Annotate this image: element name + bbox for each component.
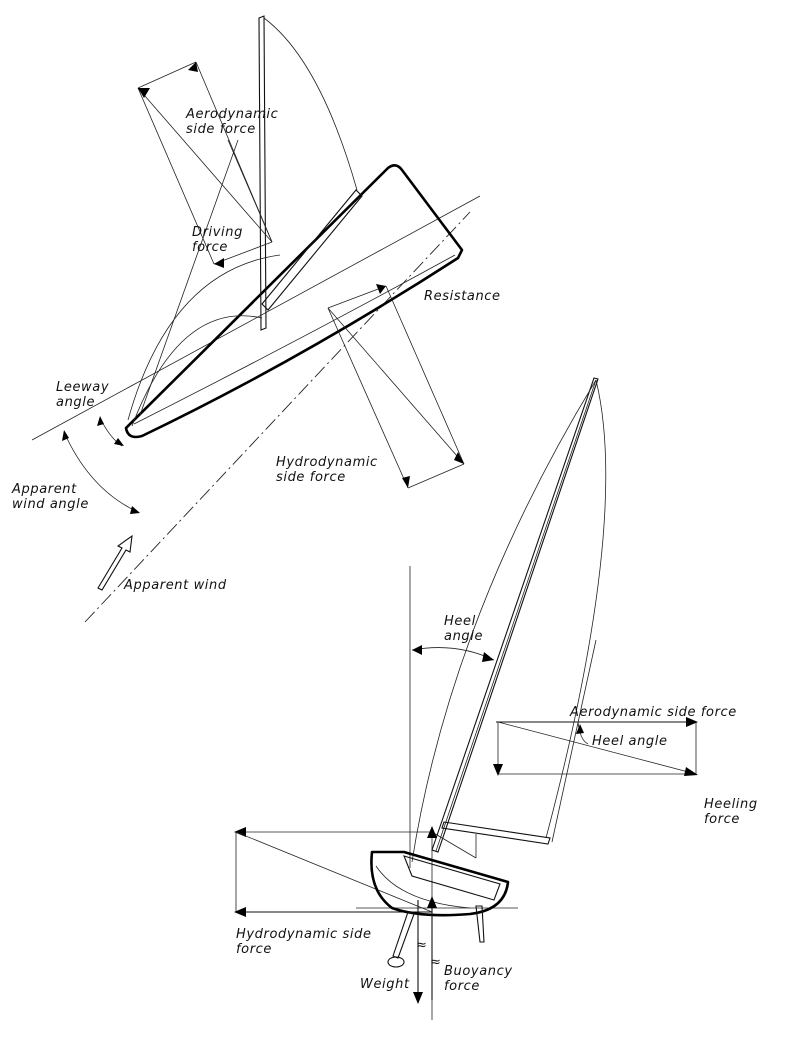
label-approx-weight: ≈ (416, 938, 428, 953)
label-heeling-force-1: Heeling (704, 797, 758, 812)
front-cockpit (403, 855, 501, 901)
label-apparent-wind: Apparent wind (123, 578, 227, 593)
front-sail-leech (545, 379, 607, 839)
arrowhead-heel-inner (576, 724, 584, 734)
arrowhead-aero-1 (138, 88, 150, 98)
label-aero-side-force-2: side force (186, 122, 256, 137)
top-sail-luff (131, 315, 263, 427)
arrowhead-heel-2 (482, 652, 494, 662)
arrowhead-hydro-2 (402, 476, 410, 488)
arrowhead-aero-side (686, 717, 698, 727)
apparent-wind-angle-arc (63, 431, 139, 513)
hydro-force-line-a (327, 307, 465, 465)
arrowhead-awa-1 (62, 430, 69, 441)
aero-force-line-b (137, 61, 197, 89)
front-keel (392, 911, 415, 959)
label-driving-force-2: force (192, 240, 228, 255)
heeling-force-diagonal (497, 721, 697, 775)
front-hull (370, 850, 510, 917)
arrowhead-awa-2 (130, 506, 140, 514)
label-hydro-side-force-2: side force (276, 470, 346, 485)
aero-force-line-e (137, 87, 215, 265)
label-apparent-wind-angle-2: wind angle (12, 497, 89, 512)
aero-force-line-a (137, 87, 273, 243)
arrowhead-hydro-1 (454, 452, 464, 464)
heel-angle-arc (411, 647, 495, 661)
top-view: Aerodynamic side force Driving force Res… (11, 15, 501, 623)
label-leeway-angle-2: angle (56, 395, 95, 410)
label-heel-angle-1: Heel (444, 614, 476, 629)
front-boom (441, 821, 551, 845)
label-aero-side-force: Aerodynamic side force (569, 705, 737, 720)
label-buoyancy-force-1: Buoyancy (444, 964, 513, 979)
label-weight: Weight (360, 977, 410, 992)
apparent-wind-arrow (97, 534, 133, 591)
label-aero-side-force-1: Aerodynamic (185, 107, 278, 122)
aero-force-line-g (227, 139, 273, 243)
heeling-link (551, 639, 597, 843)
top-hull-deck-line (133, 254, 456, 425)
front-bulb (387, 956, 405, 968)
front-sail-luff (411, 379, 597, 863)
label-heel-angle-inner: Heel angle (592, 734, 668, 749)
label-hydro-side-force-2: force (236, 942, 272, 957)
hydro-diagonal (235, 831, 433, 913)
top-mast (258, 15, 267, 331)
arrowhead-leeway-1 (97, 416, 104, 426)
hydro-force-line-e (385, 285, 465, 465)
label-approx-buoyancy: ≈ (430, 955, 442, 970)
label-leeway-angle-1: Leeway (56, 380, 109, 395)
top-sail-foot (127, 254, 281, 421)
hydro-force-line-b (327, 307, 409, 489)
front-hull-inner (375, 865, 471, 909)
arrowhead-resistance (376, 284, 386, 294)
arrowhead-heeling (684, 767, 698, 776)
front-view: Heel angle Aerodynamic side force Heel a… (234, 377, 758, 1020)
arrowhead-heel-1 (412, 645, 422, 655)
arrowhead-driving (214, 258, 224, 268)
hydro-link (431, 831, 477, 859)
aero-force-line-f (139, 139, 239, 416)
wind-direction-line (31, 195, 481, 441)
label-resistance: Resistance (424, 289, 501, 304)
arrowhead-buoyancy (427, 896, 437, 908)
label-heel-angle-2: angle (444, 629, 483, 644)
front-mast (431, 377, 599, 853)
front-mast-inner (435, 379, 597, 852)
arrowhead-leeway-2 (114, 438, 124, 446)
label-hydro-side-force-1: Hydrodynamic (276, 455, 378, 470)
hydro-force-line-d (327, 285, 387, 309)
label-buoyancy-force-2: force (444, 979, 480, 994)
arrowhead-down-left (493, 764, 503, 776)
front-rudder (475, 905, 485, 943)
top-sail-leech (263, 17, 358, 191)
arrowhead-mast-up (427, 826, 437, 838)
heel-angle-inner-arc (577, 721, 589, 745)
label-heeling-force-2: force (704, 812, 740, 827)
arrowhead-weight (413, 992, 423, 1004)
label-apparent-wind-angle-1: Apparent (11, 482, 77, 497)
hydro-force-line-c (407, 463, 465, 489)
label-hydro-side-force-1: Hydrodynamic side (236, 927, 372, 942)
top-hull (124, 164, 464, 439)
centerline (84, 211, 471, 623)
label-driving-force-1: Driving (192, 225, 243, 240)
arrowhead-aero-2 (188, 62, 198, 72)
arrowhead-hydro-side (234, 907, 246, 917)
